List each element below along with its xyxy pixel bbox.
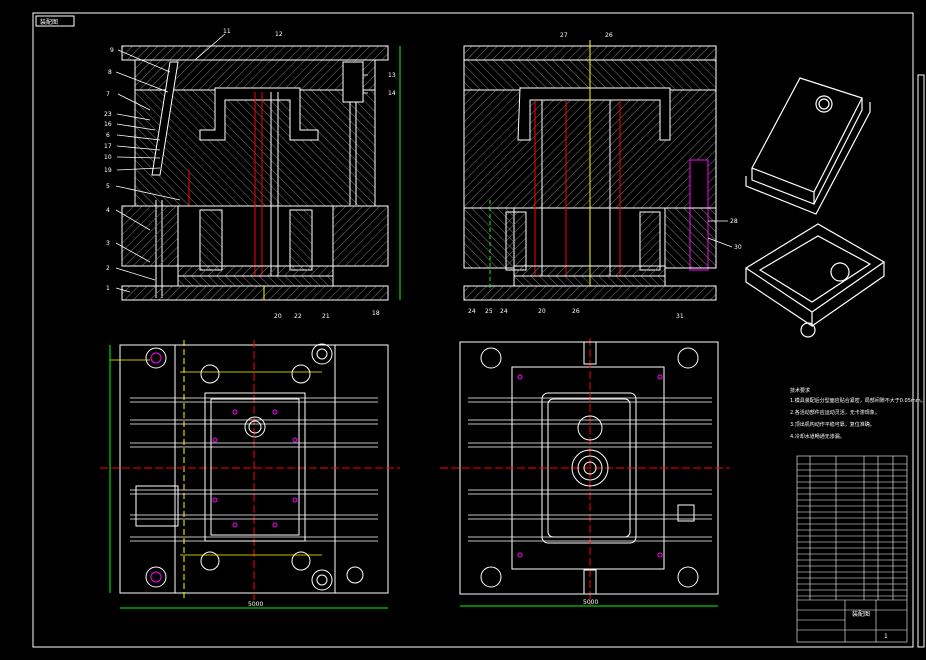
svg-text:16: 16 [104, 121, 112, 128]
svg-text:12: 12 [275, 31, 283, 38]
notes-line-3: 3.顶出机构动作平稳可靠，复位准确。 [790, 421, 875, 428]
svg-text:17: 17 [104, 143, 112, 150]
svg-text:26: 26 [605, 32, 613, 39]
svg-text:14: 14 [388, 90, 396, 97]
section-view-b [463, 40, 717, 301]
svg-text:2: 2 [106, 265, 110, 272]
title-block-name: 装配图 [852, 610, 870, 618]
notes-line-1: 1.模具装配后分型面应贴合紧密，局部间隙不大于0.05mm。 [790, 397, 926, 404]
svg-text:4: 4 [106, 207, 110, 214]
product-iso-bottom [744, 223, 886, 338]
svg-text:31: 31 [676, 313, 684, 320]
notes-line-2: 2.各活动部件应运动灵活，无卡滞现象。 [790, 409, 880, 416]
notes-line-4: 4.冷却水道畅通无渗漏。 [790, 433, 845, 440]
svg-text:7: 7 [106, 91, 110, 98]
svg-text:19: 19 [104, 167, 112, 174]
title-block [797, 599, 907, 642]
plan-view-right: 5000 [440, 338, 730, 607]
svg-text:10: 10 [104, 154, 112, 161]
parts-list-rows [797, 463, 907, 597]
section-view-a [121, 45, 401, 301]
left-plan-width-dim: 5000 [248, 601, 263, 608]
svg-text:20: 20 [274, 313, 282, 320]
section-b-part-labels: 27 26 24 25 24 20 26 31 30 28 [468, 32, 742, 320]
parts-list [796, 455, 908, 643]
svg-text:3: 3 [106, 240, 110, 247]
svg-text:1: 1 [106, 285, 110, 292]
plan-view-left: 5000 [100, 340, 400, 609]
svg-text:25: 25 [485, 308, 493, 315]
svg-text:9: 9 [110, 47, 114, 54]
inner-frame-right [917, 74, 925, 648]
svg-text:8: 8 [108, 69, 112, 76]
svg-text:18: 18 [372, 310, 380, 317]
title-stamp-box [35, 15, 75, 27]
svg-text:20: 20 [538, 308, 546, 315]
svg-text:22: 22 [294, 313, 302, 320]
svg-text:23: 23 [104, 111, 112, 118]
svg-text:21: 21 [322, 313, 330, 320]
technical-notes: 技术要求 1.模具装配后分型面应贴合紧密，局部间隙不大于0.05mm。 2.各活… [790, 387, 926, 440]
title-stamp: 装配图 [40, 18, 58, 26]
svg-text:30: 30 [734, 244, 742, 251]
outer-frame [32, 12, 914, 648]
svg-text:5: 5 [106, 183, 110, 190]
right-plan-width-dim: 5000 [583, 599, 598, 606]
svg-text:27: 27 [560, 32, 568, 39]
product-iso-top [745, 77, 871, 215]
svg-text:24: 24 [500, 308, 508, 315]
svg-text:6: 6 [106, 132, 110, 139]
svg-text:24: 24 [468, 308, 476, 315]
section-a-leaders [115, 33, 368, 293]
svg-text:26: 26 [572, 308, 580, 315]
title-block-sheet: 1 [884, 633, 888, 640]
svg-text:28: 28 [730, 218, 738, 225]
svg-text:13: 13 [388, 72, 396, 79]
section-a-part-labels: 9 8 7 23 16 6 17 10 19 5 4 3 2 1 11 12 1… [104, 28, 396, 320]
notes-heading: 技术要求 [790, 387, 810, 394]
svg-text:11: 11 [223, 28, 231, 35]
